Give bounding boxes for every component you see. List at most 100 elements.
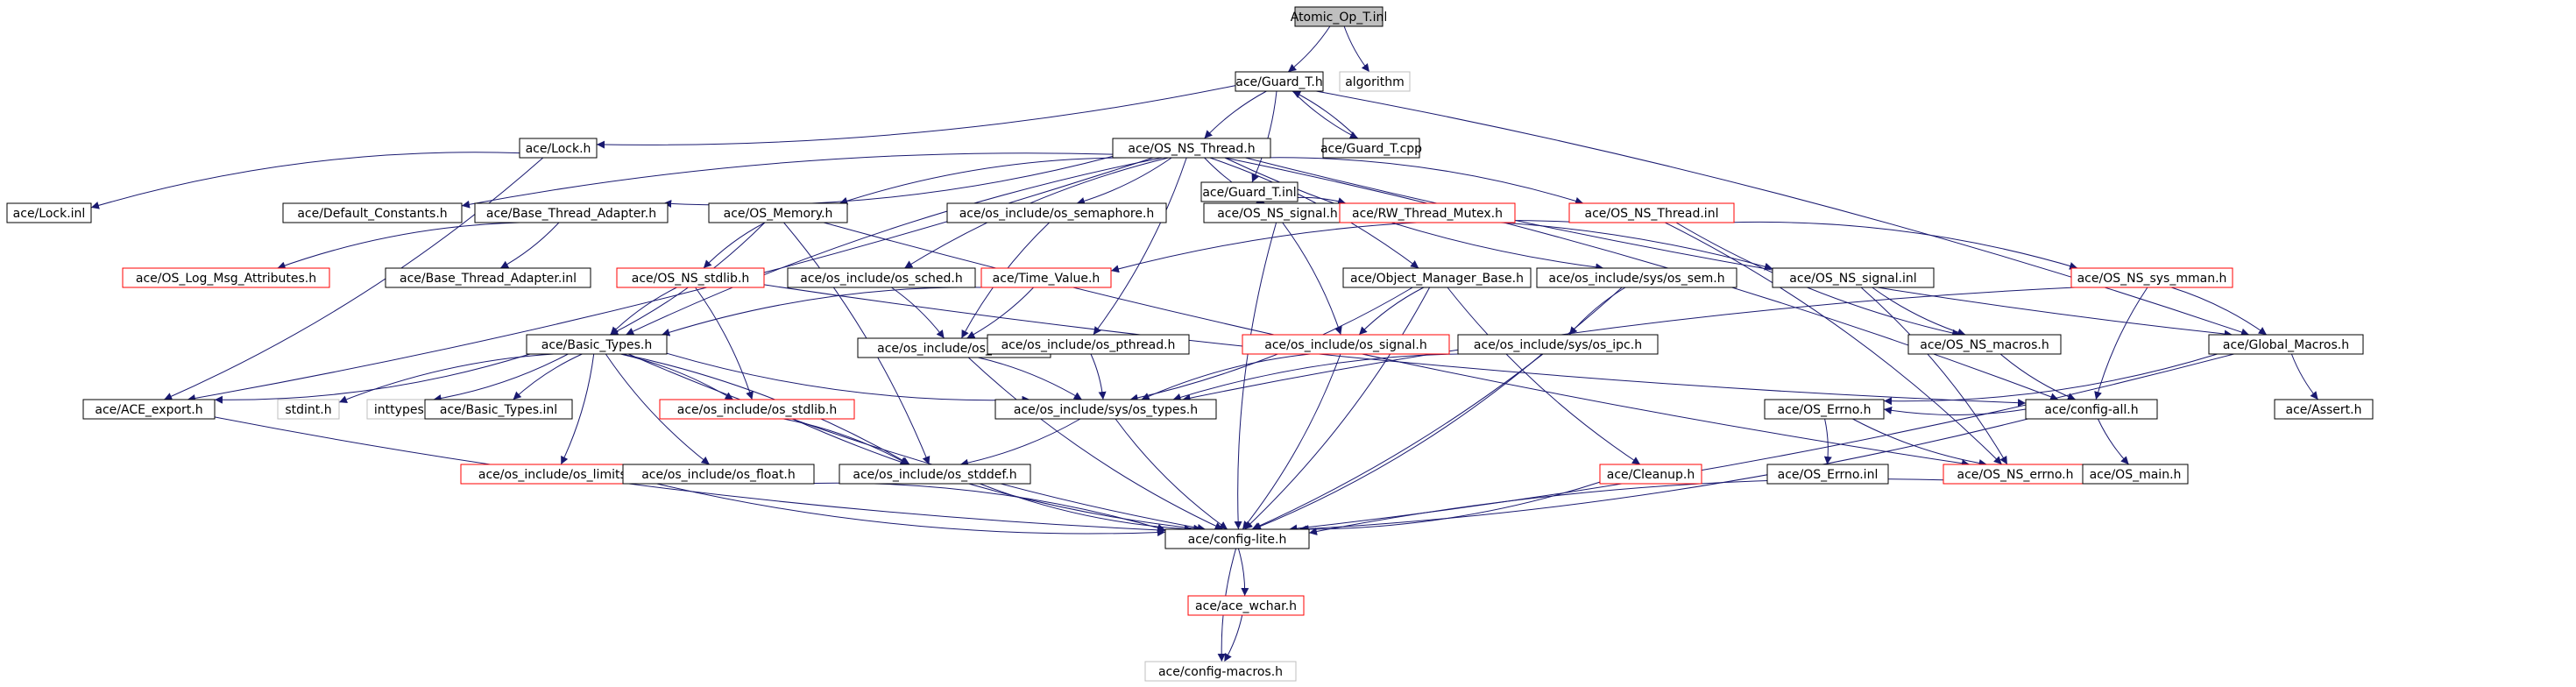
node-btadapter[interactable]: ace/Base_Thread_Adapter.h	[474, 202, 669, 223]
node-box	[1766, 464, 1889, 485]
edge-objmgrbase-to-configlite	[1244, 287, 1431, 530]
edge-basictypes-to-inttypes	[433, 353, 569, 402]
edge-configall-to-oserrnoh	[1883, 406, 2027, 415]
node-box	[6, 202, 92, 223]
edge-osnssignal-to-ossignal	[1282, 222, 1342, 336]
node-btadapterinl[interactable]: ace/Base_Thread_Adapter.inl	[385, 267, 591, 288]
edge-osnsthread-to-btadapter	[663, 155, 1114, 208]
node-box	[1536, 267, 1737, 288]
node-ossemaphore[interactable]: ace/os_include/os_semaphore.h	[946, 202, 1167, 223]
edge-osmemory-to-osnsstdlib	[703, 222, 766, 269]
node-osfloat[interactable]: ace/os_include/os_float.h	[622, 464, 815, 485]
node-acewchar[interactable]: ace/ace_wchar.h	[1187, 595, 1305, 616]
node-label: ace/OS_NS_signal.inl	[1789, 272, 1916, 286]
node-osstddef[interactable]: ace/os_include/os_stddef.h	[839, 464, 1031, 485]
node-timevalue[interactable]: ace/Time_Value.h	[980, 267, 1112, 288]
node-osnsmacros[interactable]: ace/OS_NS_macros.h	[1907, 334, 2062, 355]
node-rwmutex[interactable]: ace/RW_Thread_Mutex.h	[1339, 202, 1516, 223]
node-label: ace/OS_NS_sys_mman.h	[2077, 272, 2227, 286]
edge-osnsthread-to-defconst	[461, 152, 1114, 209]
node-systypes[interactable]: ace/os_include/sys/os_types.h	[994, 399, 1217, 420]
node-configall[interactable]: ace/config-all.h	[2025, 399, 2158, 420]
node-label: ace/Object_Manager_Base.h	[1350, 272, 1524, 286]
node-box	[1764, 399, 1885, 420]
node-osnsthreadinl[interactable]: ace/OS_NS_Thread.inl	[1568, 202, 1735, 223]
edge-osnssignalinl-to-osnsmacros	[1872, 287, 1966, 336]
edge-osnsstdlib-to-configall	[763, 284, 2027, 407]
edge-guardh-to-lockh	[596, 85, 1236, 149]
edge-ossignal-to-configlite	[1242, 353, 1341, 530]
edge-timevalue-to-basictypes	[662, 287, 982, 336]
edge-btadapter-to-oslogmsg	[277, 222, 520, 270]
node-label: Atomic_Op_T.inl	[1291, 11, 1388, 25]
node-label: ace/Guard_T.cpp	[1320, 142, 1422, 156]
node-box	[282, 202, 463, 223]
node-box	[385, 267, 591, 288]
node-label: ace/OS_Memory.h	[724, 207, 833, 221]
node-assert[interactable]: ace/Assert.h	[2274, 399, 2374, 420]
node-lockh[interactable]: ace/Lock.h	[519, 138, 598, 159]
node-box	[2082, 464, 2189, 485]
node-oserrnoh[interactable]: ace/OS_Errno.h	[1764, 399, 1885, 420]
node-oserrnoinl[interactable]: ace/OS_Errno.inl	[1766, 464, 1889, 485]
node-defconst[interactable]: ace/Default_Constants.h	[282, 202, 463, 223]
node-osstdlib[interactable]: ace/os_include/os_stdlib.h	[659, 399, 855, 420]
node-configlite[interactable]: ace/config-lite.h	[1164, 528, 1310, 549]
node-label: ace/os_include/os_sched.h	[800, 272, 962, 286]
node-ospthread[interactable]: ace/os_include/os_pthread.h	[987, 334, 1190, 355]
edge-osnsstdlib-to-osstdlib	[695, 287, 754, 400]
edge-ospthread-to-systypes	[1090, 353, 1107, 400]
node-label: ace/OS_NS_Thread.h	[1128, 142, 1255, 156]
node-osnsstdlib[interactable]: ace/OS_NS_stdlib.h	[616, 267, 765, 288]
node-ossched[interactable]: ace/os_include/os_sched.h	[787, 267, 976, 288]
node-oslogmsg[interactable]: ace/OS_Log_Msg_Attributes.h	[122, 267, 330, 288]
edge-basictypes-to-configlite	[628, 353, 1206, 532]
edge-sysosipc-to-configlite	[1252, 353, 1543, 530]
node-label: ace/os_include/sys/os_types.h	[1014, 403, 1198, 417]
node-osmemory[interactable]: ace/OS_Memory.h	[708, 202, 848, 223]
node-label: inttypes.h	[374, 403, 435, 417]
node-guardcpp[interactable]: ace/Guard_T.cpp	[1320, 138, 1422, 159]
node-sysosipc[interactable]: ace/os_include/sys/os_ipc.h	[1457, 334, 1659, 355]
node-sysossem[interactable]: ace/os_include/sys/os_sem.h	[1536, 267, 1737, 288]
node-label: ace/Cleanup.h	[1607, 468, 1695, 482]
node-osnssignal[interactable]: ace/OS_NS_signal.h	[1203, 202, 1352, 223]
node-label: ace/OS_Errno.h	[1778, 403, 1872, 417]
node-basictypesinl[interactable]: ace/Basic_Types.inl	[424, 399, 573, 420]
node-lockinl[interactable]: ace/Lock.inl	[6, 202, 92, 223]
edge-osnssysmman-to-systypes	[1182, 287, 2076, 402]
node-label: ace/config-lite.h	[1188, 533, 1287, 547]
node-box	[839, 464, 1031, 485]
node-ossignal[interactable]: ace/os_include/os_signal.h	[1242, 334, 1450, 355]
node-box	[2274, 399, 2374, 420]
node-box	[1599, 464, 1702, 485]
edge-configlite-to-acewchar	[1237, 548, 1249, 597]
edge-globalmacros-to-assert	[2290, 353, 2318, 400]
node-cleanup[interactable]: ace/Cleanup.h	[1599, 464, 1702, 485]
edge-osmemory-to-osstddef	[783, 222, 931, 465]
node-algorithm: algorithm	[1339, 71, 1411, 92]
node-label: algorithm	[1345, 75, 1405, 89]
node-box	[1235, 71, 1324, 92]
node-aceexport[interactable]: ace/ACE_export.h	[82, 399, 216, 420]
node-globalmacros[interactable]: ace/Global_Macros.h	[2208, 334, 2364, 355]
node-guardinl[interactable]: ace/Guard_T.inl	[1200, 181, 1299, 202]
node-box	[787, 267, 976, 288]
node-objmgrbase[interactable]: ace/Object_Manager_Base.h	[1342, 267, 1532, 288]
node-osnssignalinl[interactable]: ace/OS_NS_signal.inl	[1772, 267, 1935, 288]
node-label: ace/Base_Thread_Adapter.h	[486, 207, 656, 221]
edge-basictypes-to-basictypesinl	[513, 353, 583, 400]
node-label: ace/Default_Constants.h	[297, 207, 447, 221]
edge-osnsthread-to-globalmacros	[1245, 157, 2233, 338]
node-guardh[interactable]: ace/Guard_T.h	[1235, 71, 1324, 92]
node-box	[1242, 334, 1450, 355]
node-osnsthread[interactable]: ace/OS_NS_Thread.h	[1112, 138, 1271, 159]
node-basictypes[interactable]: ace/Basic_Types.h	[526, 334, 668, 355]
node-osnserrno[interactable]: ace/OS_NS_errno.h	[1943, 464, 2088, 485]
node-osmain[interactable]: ace/OS_main.h	[2082, 464, 2189, 485]
node-osnssysmman[interactable]: ace/OS_NS_sys_mman.h	[2070, 267, 2233, 288]
node-box	[1457, 334, 1659, 355]
edge-osnsthread-to-ospthread	[1093, 157, 1187, 336]
node-root[interactable]: Atomic_Op_T.inl	[1291, 6, 1388, 27]
